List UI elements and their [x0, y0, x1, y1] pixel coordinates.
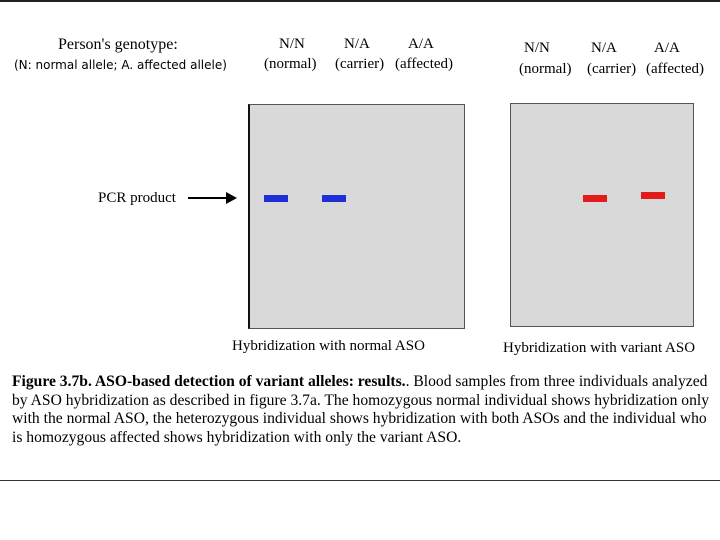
left-col-normal-desc: (normal): [264, 56, 317, 72]
pcr-arrow-shaft: [188, 197, 228, 199]
left-col-affected-desc: (affected): [395, 56, 454, 72]
right-panel-caption: Hybridization with variant ASO: [503, 340, 696, 356]
genotype-key: (N: normal allele; A. affected allele): [14, 58, 227, 72]
left-col-carrier-code: N/A: [344, 36, 370, 52]
variant-aso-blot: [510, 103, 694, 327]
figure-body: . Blood samples from three individuals a…: [12, 373, 709, 446]
genotype-title: Person's genotype:: [58, 36, 178, 53]
right-col-affected-desc: (affected): [646, 61, 705, 77]
band-normal-aso-carrier: [322, 195, 346, 202]
band-variant-aso-affected: [641, 192, 665, 199]
band-normal-aso-normal: [264, 195, 288, 202]
left-col-affected-code: A/A: [408, 36, 434, 52]
right-col-carrier-code: N/A: [591, 40, 617, 56]
left-col-carrier-desc: (carrier): [335, 56, 385, 72]
right-col-normal-code: N/N: [524, 40, 550, 56]
pcr-product-label: PCR product: [98, 190, 176, 206]
left-col-normal-code: N/N: [279, 36, 305, 52]
pcr-arrow-head: [226, 192, 237, 204]
figure-heading: Figure 3.7b. ASO-based detection of vari…: [12, 373, 406, 390]
figure-caption: Figure 3.7b. ASO-based detection of vari…: [12, 373, 712, 447]
top-rule: [0, 0, 720, 2]
band-variant-aso-carrier: [583, 195, 607, 202]
right-col-affected-code: A/A: [654, 40, 680, 56]
left-panel-caption: Hybridization with normal ASO: [232, 338, 425, 354]
right-col-carrier-desc: (carrier): [587, 61, 637, 77]
bottom-rule: [0, 480, 720, 481]
normal-aso-blot: [248, 104, 465, 329]
right-col-normal-desc: (normal): [519, 61, 572, 77]
